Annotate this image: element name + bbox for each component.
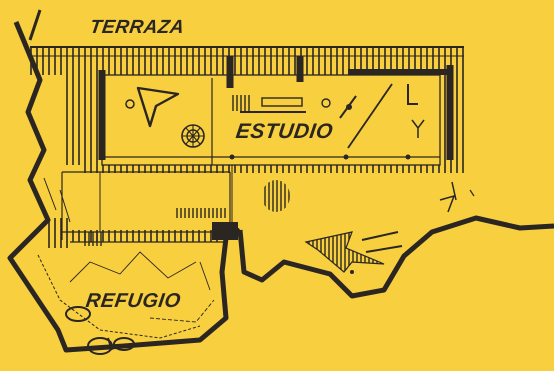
- studio-room: [98, 56, 454, 166]
- studio-label: ESTUDIO: [234, 120, 335, 143]
- rock-outline: [7, 9, 554, 353]
- studio-furniture: [125, 83, 425, 149]
- refuge-label: REFUGIO: [84, 290, 183, 312]
- terrace-label: TERRAZA: [88, 17, 186, 38]
- rock-feature: [304, 231, 403, 274]
- passage-and-stairs: [44, 165, 290, 248]
- refuge-cave: [37, 251, 215, 355]
